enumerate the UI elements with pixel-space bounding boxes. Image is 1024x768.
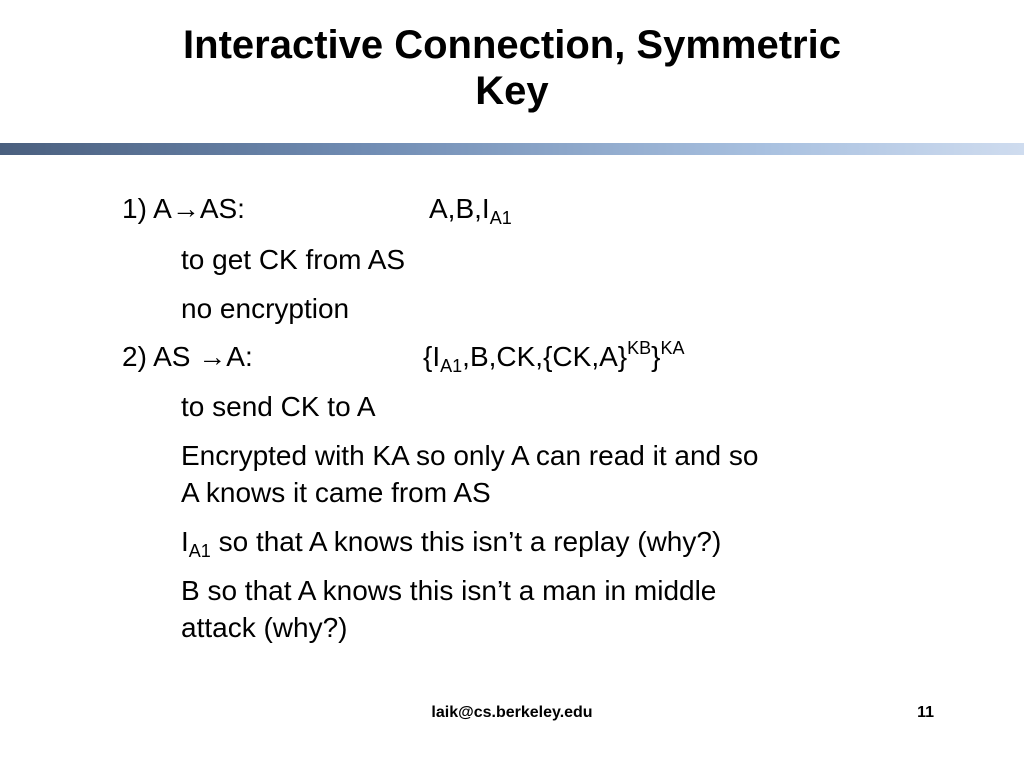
footer-email: laik@cs.berkeley.edu <box>431 704 593 721</box>
step1-note2: no encryption <box>181 293 350 324</box>
step2-note3-sub: A1 <box>188 541 211 561</box>
step2-note3-i: I <box>181 526 189 557</box>
step2-label-pre: 2) AS <box>122 341 199 372</box>
step2-msg-sub: A1 <box>440 356 463 376</box>
step2-note2-line1: Encrypted with KA so only A can read it … <box>181 440 759 471</box>
step1-message: A,B,IA1 <box>429 192 512 228</box>
step2-msg-close: } <box>651 341 661 372</box>
slide-title: Interactive Connection, Symmetric Key <box>0 22 1024 114</box>
step2-note4-line2: attack (why?) <box>181 612 348 643</box>
step2-note1: to send CK to A <box>181 391 376 422</box>
slide-title-line2: Key <box>475 69 549 113</box>
step1-msg-sub: A1 <box>489 208 512 228</box>
slide-title-line1: Interactive Connection, Symmetric <box>183 23 841 67</box>
step2-label-post: A: <box>226 341 253 372</box>
slide-body: 1) A→AS: A,B,IA1 to get CK from AS no en… <box>122 192 759 643</box>
step2-msg-sup-ka: KA <box>660 338 685 358</box>
step2-msg-open: {I <box>423 341 441 372</box>
right-arrow-icon: → <box>198 341 227 372</box>
right-arrow-icon: → <box>171 193 200 224</box>
step1-msg-main: A,B,I <box>429 193 490 224</box>
step1-note1: to get CK from AS <box>181 244 406 275</box>
step1-label-post: AS: <box>199 193 245 224</box>
title-divider <box>0 143 1024 155</box>
step2-note4-line1: B so that A knows this isn’t a man in mi… <box>181 575 717 606</box>
page-number: 11 <box>917 704 934 721</box>
step2-message: {IA1,B,CK,{CK,A}KB}KA <box>423 338 685 376</box>
step1-label: 1) A→AS: <box>122 192 245 226</box>
step2-note3: IA1 so that A knows this isn’t a replay … <box>181 525 722 561</box>
step2-msg-sup-kb: KB <box>627 338 652 358</box>
step2-label: 2) AS →A: <box>122 340 253 374</box>
step2-msg-mid: ,B,CK,{CK,A} <box>462 341 628 372</box>
step2-note2-line2: A knows it came from AS <box>181 477 491 508</box>
step1-label-pre: 1) A <box>122 193 172 224</box>
step2-note3-rest: so that A knows this isn’t a replay (why… <box>210 526 722 557</box>
